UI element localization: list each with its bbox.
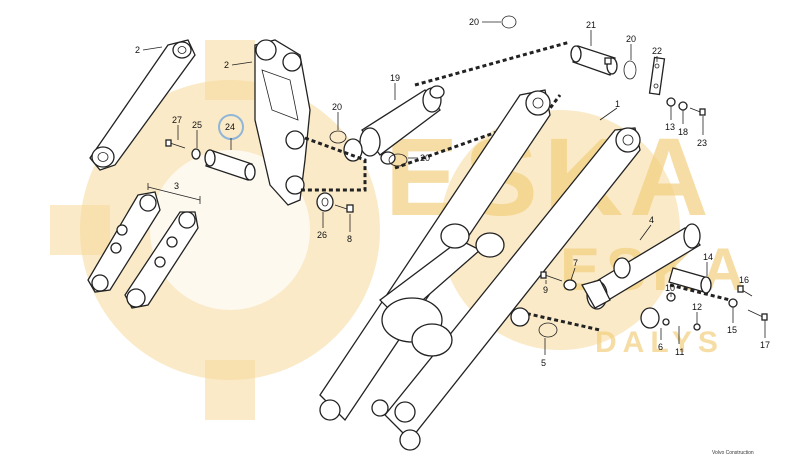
part-pin-14	[668, 267, 712, 294]
part-washer-25	[191, 148, 201, 160]
part-cylinder-19	[343, 85, 445, 165]
callout-17: 17	[760, 340, 770, 350]
part-bolt-23	[689, 107, 706, 116]
callout-1: 1	[615, 99, 620, 109]
callout-20-lower: 20	[420, 153, 430, 163]
callout-2-upper-link: 2	[135, 45, 140, 55]
callout-27: 27	[172, 115, 182, 125]
part-ring-5	[538, 322, 558, 338]
part-bushing-rear	[510, 307, 530, 327]
part-ring-20b	[623, 60, 637, 80]
part-ring-20c	[329, 130, 347, 144]
callout-15: 15	[727, 325, 737, 335]
callout-11: 11	[675, 347, 684, 357]
callout-7: 7	[573, 258, 578, 268]
callout-23: 23	[697, 138, 707, 148]
callout-4: 4	[649, 215, 654, 225]
part-pin-24	[204, 149, 256, 181]
callout-20-right: 20	[626, 34, 636, 44]
callout-18: 18	[678, 127, 688, 137]
part-bolt-12	[693, 323, 701, 331]
callout-25: 25	[192, 120, 202, 130]
callout-14: 14	[703, 252, 713, 262]
part-washer-26	[316, 192, 334, 212]
callout-24: 24	[225, 122, 235, 132]
callout-20-left: 20	[332, 102, 342, 112]
callout-3: 3	[174, 181, 179, 191]
part-cylinder-4	[581, 223, 702, 310]
callout-22: 22	[652, 46, 662, 56]
callout-21: 21	[586, 20, 596, 30]
part-link-pair	[87, 191, 199, 309]
callout-12: 12	[692, 302, 702, 312]
part-bellcrank	[254, 39, 311, 206]
callout-26: 26	[317, 230, 327, 240]
part-bolt-17	[747, 309, 768, 321]
callout-2-bellcrank: 2	[224, 60, 229, 70]
part-ring-20a	[501, 15, 517, 29]
part-link-upper	[89, 39, 196, 171]
callout-8: 8	[347, 234, 352, 244]
callout-20-top: 20	[469, 17, 479, 27]
callout-10: 10	[665, 283, 675, 293]
callout-19: 19	[390, 73, 400, 83]
watermark-small-bottom: DALYS	[595, 326, 724, 359]
watermark-gear-left	[50, 40, 380, 420]
part-washer-18	[678, 101, 688, 111]
part-bushing-6	[640, 307, 660, 329]
part-lift-arm	[319, 89, 641, 451]
part-bolt-9	[540, 271, 563, 282]
part-washer-13	[666, 97, 676, 107]
part-washer-7	[563, 279, 577, 291]
part-washer-11	[662, 318, 670, 326]
part-bolt-27	[165, 139, 186, 149]
part-plate-22	[648, 56, 666, 96]
part-bolt-8	[334, 204, 354, 213]
callout-9: 9	[543, 285, 548, 295]
callout-5: 5	[541, 358, 546, 368]
callout-6: 6	[658, 342, 663, 352]
part-washer-15	[728, 298, 738, 308]
footer-text: Volvo Construction	[712, 450, 754, 456]
part-pin-21	[570, 45, 618, 76]
callout-13: 13	[665, 122, 675, 132]
callout-16: 16	[739, 275, 749, 285]
